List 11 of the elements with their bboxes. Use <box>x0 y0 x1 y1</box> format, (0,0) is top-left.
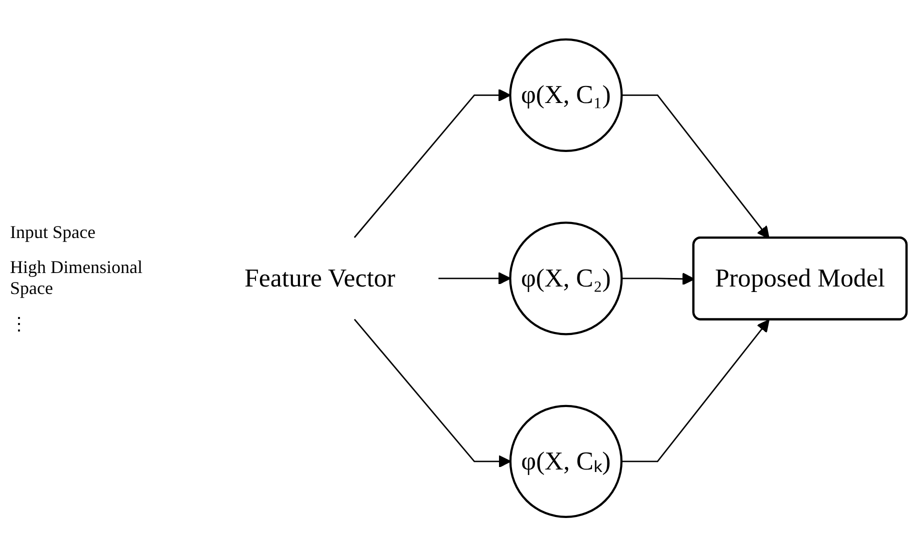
arrow <box>354 318 511 468</box>
node-circle: φ(X, C₂) <box>509 221 623 335</box>
note-label: High Dimensional Space <box>10 256 144 298</box>
arrow <box>438 272 511 285</box>
arrow <box>621 319 770 462</box>
arrow <box>354 88 511 238</box>
node-circle: φ(X, C₁) <box>509 38 623 152</box>
note-label: ⋮ <box>10 312 29 334</box>
note-label: Input Space <box>10 222 96 242</box>
node-circle: φ(X, Cₖ) <box>509 404 623 518</box>
node-text: Feature Vector <box>244 263 396 292</box>
